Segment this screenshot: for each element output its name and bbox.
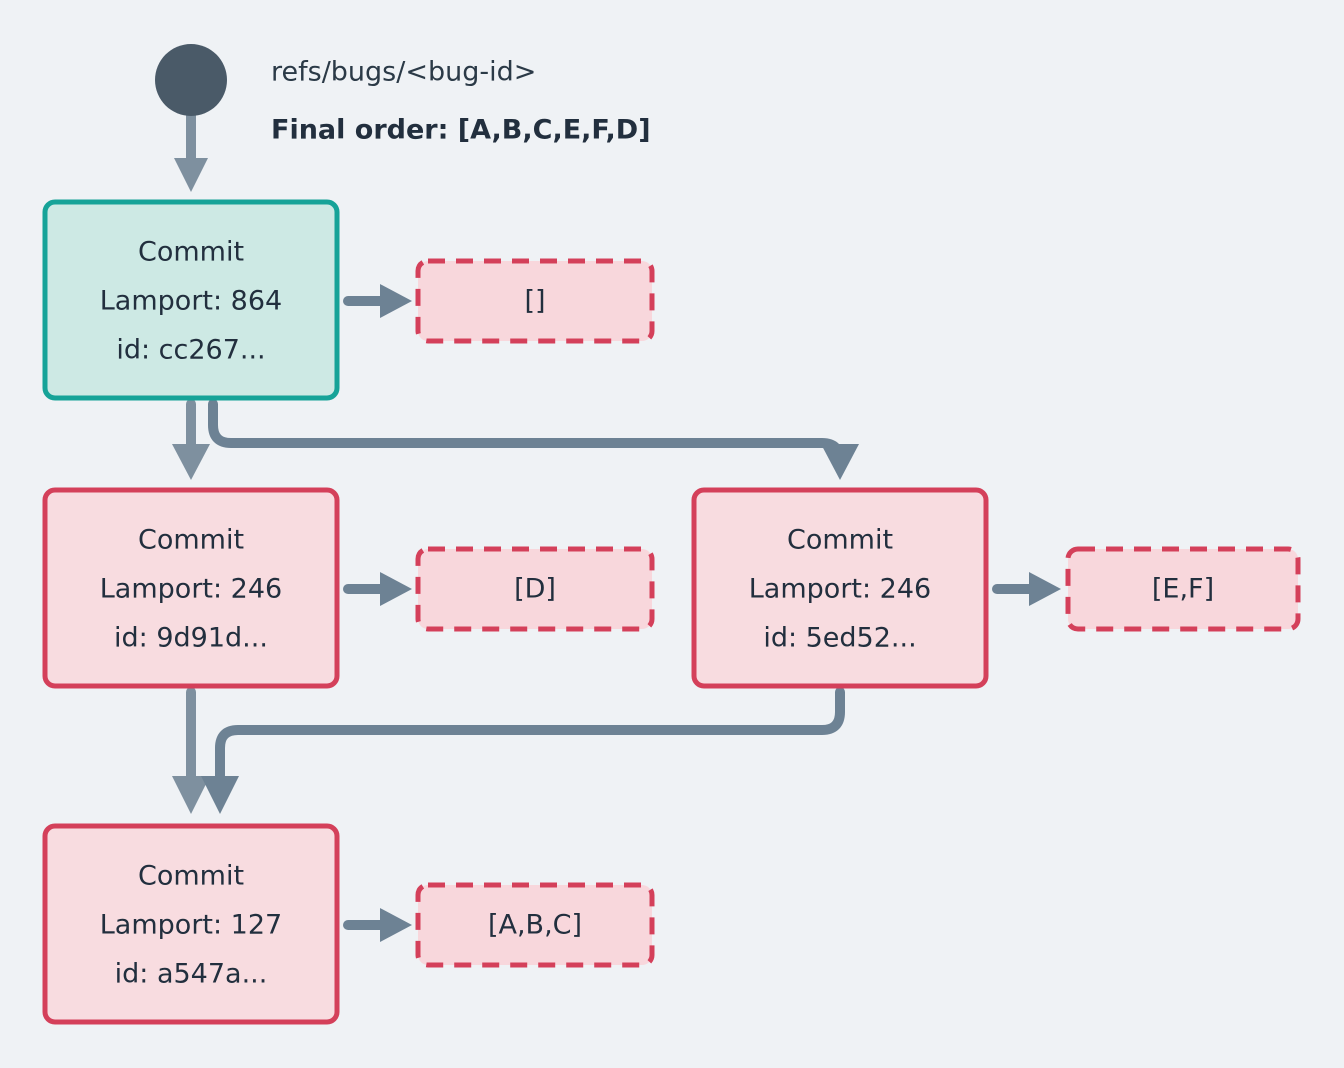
commit-node-5ed52[interactable]: Commit Lamport: 246 id: 5ed52... (691, 487, 989, 689)
operations-box-d-outline (415, 546, 655, 632)
commit-node-9d91d-id: id: 9d91d... (114, 623, 268, 654)
operations-box-empty[interactable]: [] (415, 258, 655, 344)
edge-layer (172, 107, 1061, 942)
commit-node-9d91d[interactable]: Commit Lamport: 246 id: 9d91d... (42, 487, 340, 689)
commit-node-cc267-box (42, 199, 340, 401)
commit-node-5ed52-title: Commit (787, 525, 893, 556)
commit-node-9d91d-box (42, 487, 340, 689)
commit-node-cc267[interactable]: Commit Lamport: 864 id: cc267... (42, 199, 340, 401)
commit-node-5ed52-box (691, 487, 989, 689)
operations-box-abc-outline (415, 882, 655, 968)
operations-box-empty-outline (415, 258, 655, 344)
commit-node-5ed52-lamport: Lamport: 246 (749, 574, 931, 605)
operations-box-ef-label: [E,F] (1152, 574, 1214, 605)
edge-left-mid-to-ops (343, 572, 412, 606)
commit-node-a547a-title: Commit (138, 861, 244, 892)
operations-box-abc-label: [A,B,C] (488, 910, 582, 941)
head-final-order-label: Final order: [A,B,C,E,F,D] (271, 115, 651, 146)
commit-node-a547a-lamport: Lamport: 127 (100, 910, 282, 941)
operations-box-abc[interactable]: [A,B,C] (415, 882, 655, 968)
head-circle-icon (155, 44, 227, 116)
edge-left-mid-to-bottom (172, 687, 210, 814)
edge-tip-to-left-mid (172, 399, 210, 480)
operations-box-ef[interactable]: [E,F] (1065, 546, 1301, 632)
commit-node-cc267-title: Commit (138, 237, 244, 268)
commit-node-a547a[interactable]: Commit Lamport: 127 id: a547a... (42, 823, 340, 1025)
commit-node-cc267-lamport: Lamport: 864 (100, 286, 282, 317)
commit-node-9d91d-title: Commit (138, 525, 244, 556)
commit-node-5ed52-id: id: 5ed52... (763, 623, 916, 654)
commit-node-a547a-box (42, 823, 340, 1025)
commit-node-9d91d-lamport: Lamport: 246 (100, 574, 282, 605)
commit-node-a547a-id: id: a547a... (115, 959, 268, 990)
edge-right-mid-to-ops (992, 572, 1061, 606)
head-pointer[interactable]: refs/bugs/<bug-id> Final order: [A,B,C,E… (155, 44, 651, 146)
operations-box-d-label: [D] (514, 574, 556, 605)
head-ref-label: refs/bugs/<bug-id> (271, 57, 536, 88)
edge-tip-to-ops (343, 284, 412, 318)
edge-head-to-tip (174, 107, 208, 192)
operations-box-empty-label: [] (524, 286, 545, 317)
commit-node-cc267-id: id: cc267... (116, 335, 265, 366)
edge-tip-to-right-mid (208, 399, 859, 480)
operations-box-d[interactable]: [D] (415, 546, 655, 632)
operations-box-ef-outline (1065, 546, 1301, 632)
edge-bottom-to-ops (343, 908, 412, 942)
edge-right-mid-to-bottom (201, 687, 845, 814)
